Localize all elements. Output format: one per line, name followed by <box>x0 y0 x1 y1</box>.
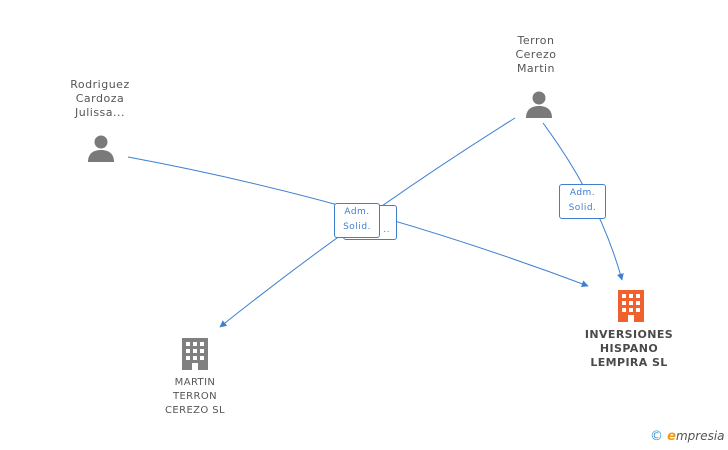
building-icon[interactable] <box>180 336 210 372</box>
company-martin-label[interactable]: MARTIN TERRON CEREZO SL <box>165 377 225 416</box>
empresia-logo-text: mpresia <box>675 429 725 443</box>
relation-box-right[interactable]: Adm. Solid. <box>559 184 606 219</box>
empresia-watermark: © empresia <box>650 429 725 444</box>
building-icon[interactable] <box>616 288 646 324</box>
copyright-symbol: © <box>650 429 663 444</box>
person-icon[interactable] <box>86 133 116 163</box>
relation-box-center[interactable]: Adm. Solid. <box>334 203 380 238</box>
person-rodriguez-label[interactable]: Rodriguez Cardoza Julissa... <box>70 78 130 119</box>
company-inversiones-label[interactable]: INVERSIONES HISPANO LEMPIRA SL <box>584 328 674 369</box>
person-icon[interactable] <box>524 89 554 119</box>
person-terron-label[interactable]: Terron Cerezo Martin <box>515 34 557 75</box>
empresia-logo-e: e <box>667 429 676 444</box>
